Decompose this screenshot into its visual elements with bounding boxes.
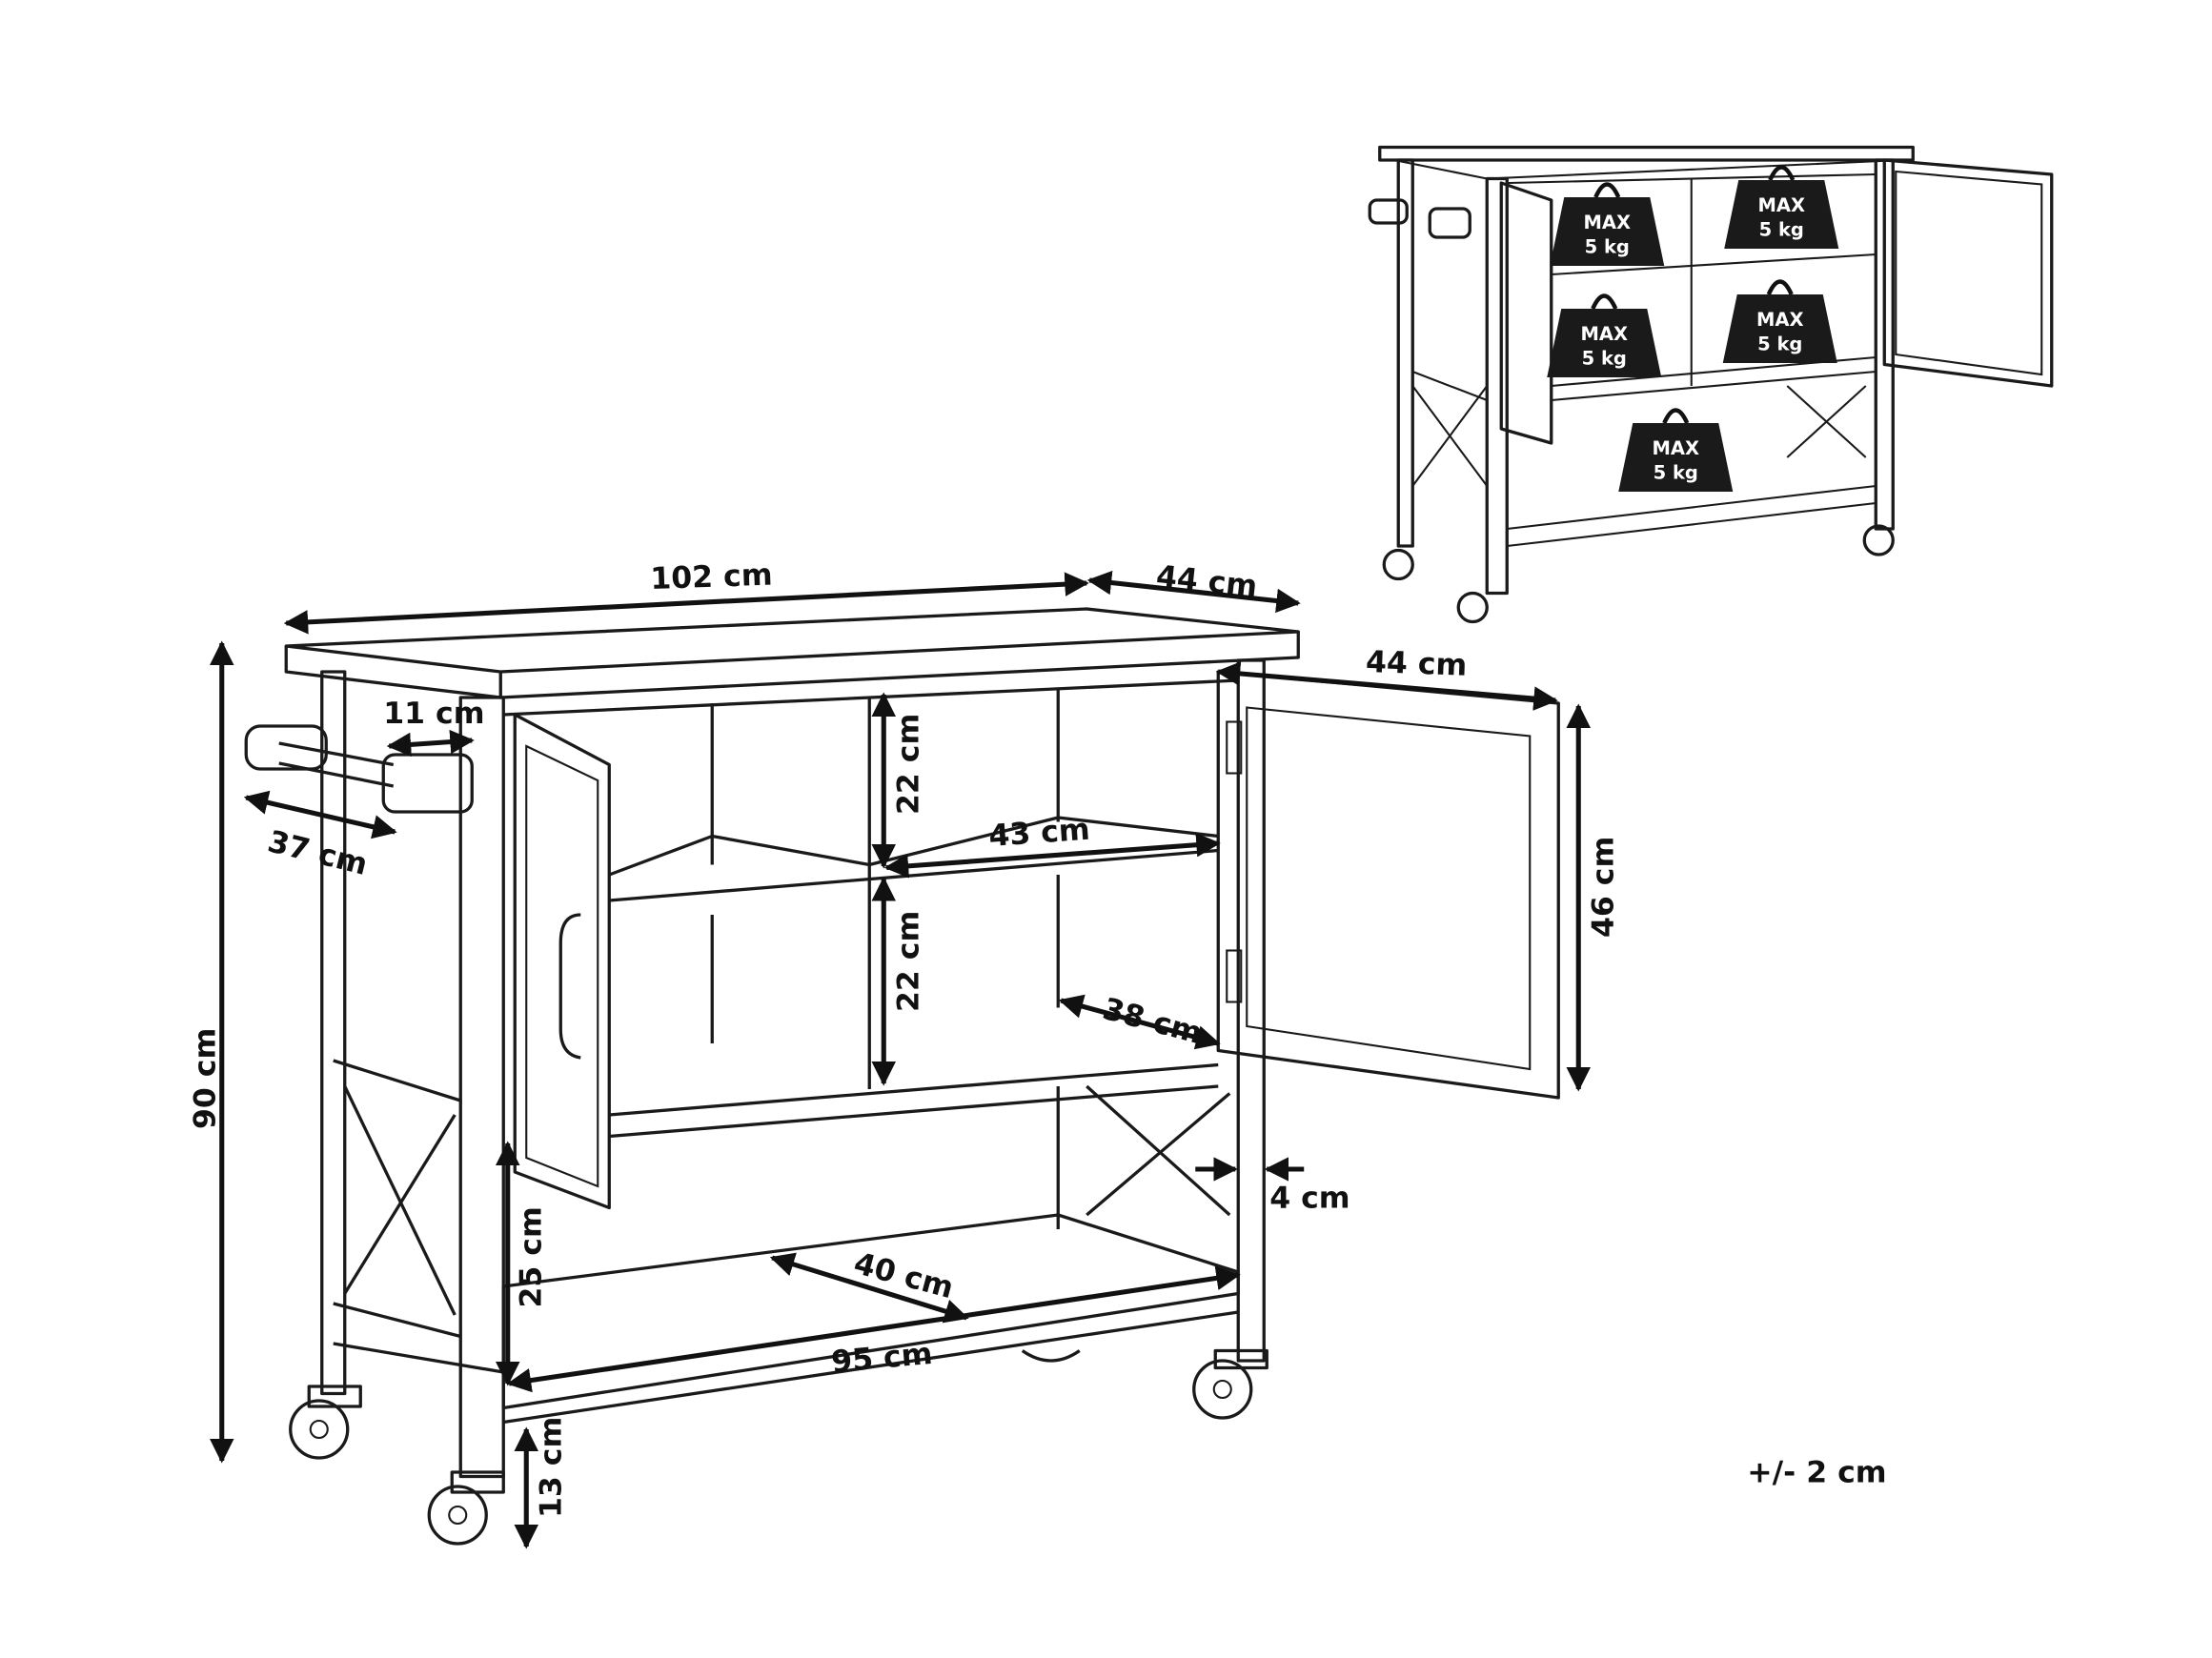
shelf-width-arrow [883,832,1221,879]
width-label: 102 cm [650,558,773,596]
max-load-weight-icon: MAX 5 kg [1724,165,1839,249]
load-capacity-cart: MAX 5 kg MAX 5 kg MAX 5 kg MAX 5 kg MAX … [1368,145,2054,624]
max-label: MAX [1757,194,1805,216]
depth-arrow [1086,570,1301,614]
shelf-width-label: 43 cm [987,813,1091,854]
max-label: MAX [1652,437,1699,459]
height-label: 90 cm [188,1028,222,1129]
max-load-weight-icon: MAX 5 kg [1547,293,1662,377]
shelf-depth-label: 38 cm [1099,992,1206,1051]
max-load-weight-icon: MAX 5 kg [1722,279,1837,363]
towel-bar-gap-arrow [386,729,475,758]
towel-bar-length-label: 37 cm [264,824,371,882]
towel-bar-gap-label: 11 cm [383,697,484,731]
weight-label: 5 kg [1654,462,1698,484]
towel-bar-length-arrow [243,790,397,839]
door-width-arrow [1215,661,1558,711]
max-load-weight-icon: MAX 5 kg [1618,408,1734,492]
depth-label: 44 cm [1154,559,1258,604]
leg-width-label: 4 cm [1269,1182,1350,1216]
upper-shelf-height-label: 22 cm [891,714,925,815]
bottom-clearance-label: 25 cm [514,1206,548,1307]
dimension-lines: 102 cm 44 cm 11 cm 37 cm 90 cm 22 cm 22 cm 43 c… [188,558,1620,1549]
shelf-depth-arrow [1058,994,1221,1050]
weight-label: 5 kg [1582,348,1627,370]
bottom-shelf-width-arrow [506,1265,1241,1393]
door-width-label: 44 cm [1365,645,1468,683]
weight-label: 5 kg [1757,334,1802,355]
max-label: MAX [1756,309,1804,331]
weight-label: 5 kg [1759,219,1804,241]
tolerance-note: +/- 2 cm [1747,1456,1886,1490]
lower-compartment-height-label: 22 cm [891,911,925,1012]
max-label: MAX [1583,212,1631,233]
width-arrow [283,572,1089,635]
bottom-shelf-width-label: 95 cm [830,1337,934,1380]
max-label: MAX [1580,323,1628,345]
weight-label: 5 kg [1585,236,1630,258]
wheel-height-label: 13 cm [534,1417,568,1518]
door-height-label: 46 cm [1586,837,1620,938]
max-load-weight-icon: MAX 5 kg [1550,182,1665,266]
